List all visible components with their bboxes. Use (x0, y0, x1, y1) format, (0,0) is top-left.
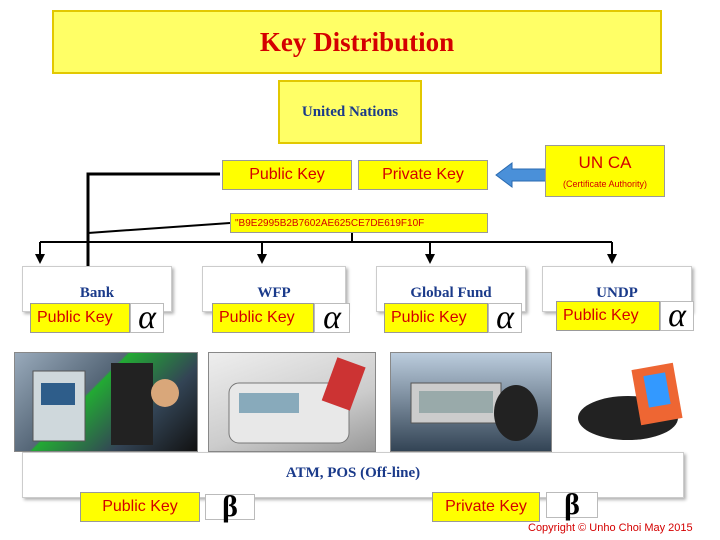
atm-photo (14, 352, 198, 452)
un-box: United Nations (278, 80, 422, 144)
card-reader-icon (578, 362, 683, 440)
atm-pos-label: ATM, POS (Off-line) (285, 465, 421, 481)
alpha-icon: α (314, 299, 350, 336)
ca-title: UN CA (578, 153, 632, 172)
atm-machine-icon (32, 363, 179, 445)
atm-pos-box: ATM, POS (Off-line) (22, 452, 684, 498)
org-name: WFP (257, 285, 291, 301)
title-box: Key Distribution (52, 10, 662, 74)
org-name: UNDP (596, 285, 638, 301)
alpha-icon: α (488, 299, 522, 336)
ca-box: UN CA (Certificate Authority) (545, 145, 665, 197)
un-private-key: Private Key (358, 160, 488, 190)
pos-terminal-icon (228, 357, 366, 444)
alpha-icon: α (660, 297, 694, 334)
beta-icon: β (546, 488, 598, 521)
org-public-key: Public Key (556, 301, 660, 331)
alpha-icon: α (130, 299, 164, 336)
pos-photo (208, 352, 376, 452)
org-name: Global Fund (410, 285, 492, 301)
org-public-key: Public Key (30, 303, 130, 333)
card-reader-photo (566, 352, 706, 452)
arrow-left-icon (495, 162, 547, 188)
page-title: Key Distribution (259, 26, 455, 57)
keypad-icon (410, 382, 538, 441)
hash-value: "B9E2995B2B7602AE625CE7DE619F10F (230, 213, 488, 233)
bottom-private-key: Private Key (432, 492, 540, 522)
bottom-public-key: Public Key (80, 492, 200, 522)
copyright-text: Copyright © Unho Choi May 2015 (528, 522, 693, 534)
un-public-key: Public Key (222, 160, 352, 190)
org-public-key: Public Key (384, 303, 488, 333)
atm-keypad-photo (390, 352, 552, 452)
ca-subtitle: (Certificate Authority) (562, 179, 648, 189)
org-public-key: Public Key (212, 303, 314, 333)
beta-icon: β (205, 490, 255, 523)
org-name: Bank (79, 285, 115, 301)
